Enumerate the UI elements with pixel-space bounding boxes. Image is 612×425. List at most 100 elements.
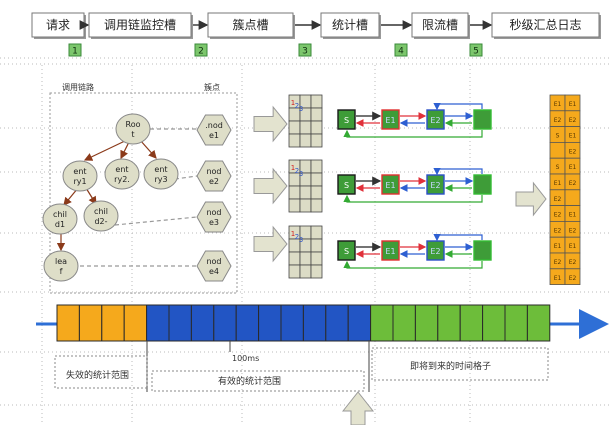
cluster-node-label-1: nod [206,257,221,266]
column-cell-label: E1 [569,243,577,250]
stat-grid-digit: 3 [299,170,303,178]
step-number-badge [298,43,312,57]
step-number: 3 [302,47,308,57]
root-node-label-1: Roo [126,120,141,129]
pipeline-step-label: 统计槽 [332,18,368,32]
stat-grid-cell [310,238,323,253]
timeline-cells [56,304,551,342]
gray-arrow [253,225,288,263]
cluster-node-label-1: nod [206,208,221,217]
future-slots-label: 即将到来的时间格子 [410,360,491,372]
column-cell [564,268,581,285]
slot-box [473,240,492,261]
call-chain-title: 调用链路 [62,82,94,92]
stat-grid-cell [299,185,312,200]
child2-node-label-1: chil [94,207,108,216]
column-cell-label: E2 [554,212,562,219]
valid-slot [168,304,192,342]
entry3-node-label-1: ent [154,165,167,174]
stat-grid-digit: 1 [291,230,295,238]
stat-grid-cell [310,172,323,187]
entry2-node-label-2: ry2. [114,175,130,184]
child1-node-label-2: d1 [55,220,65,229]
valid-slot [190,304,215,342]
stat-grid-cell [310,107,323,122]
gray-arrow [515,181,547,217]
pipeline-step-label: 调用链监控槽 [104,17,176,32]
column-cell-label: E1 [569,133,577,140]
step-number-badge [68,43,82,57]
slot-box [337,109,356,130]
column-cell-label: E1 [554,101,562,108]
valid-slot [213,304,237,342]
slot-box-label: E1 [385,181,395,190]
stat-grid-cell [310,225,323,240]
entry2-node [104,158,140,190]
entry3-node-label-2: ry3 [154,175,167,184]
stat-grid-cell [299,120,312,135]
column-cell-label: E2 [569,275,577,282]
column-cell-label: E1 [554,243,562,250]
tree-nodes: Rootentry1entry2.entry3child1child2-leaf… [42,113,232,282]
leaf-node [43,250,79,282]
stat-grid-digit: 1 [291,99,295,107]
pipeline-step-box [320,12,380,38]
expired-range-label: 失效的统计范围 [66,369,129,381]
stat-grid-cell [299,133,312,148]
slot-box-label: S [344,116,349,125]
child2-node [83,200,119,232]
cluster-node-label-2: e4 [209,267,219,276]
pipeline-step-label: 限流槽 [422,18,458,32]
slot-box [473,174,492,195]
step-number-badge [194,43,208,57]
pipeline-step-box [31,12,85,38]
root-node [115,113,151,145]
valid-slot [235,304,260,342]
stat-grid-cell [288,133,301,148]
future-slot [437,304,461,342]
column-cell-label: E1 [569,164,577,171]
ms-label: 100ms [232,354,259,363]
future-slot [504,304,528,342]
future-slot [370,304,394,342]
slot-box [337,174,356,195]
stat-grid-digit: 3 [299,105,303,113]
future-slot [459,304,484,342]
pipeline-step-box [88,12,192,38]
gray-arrows [253,105,547,263]
pipeline-step-label: 簇点槽 [232,17,268,32]
future-slot [392,304,416,342]
stat-grid-cell [310,185,323,200]
cluster-node [196,114,232,146]
return-loop [343,129,483,138]
column-cell-label: E2 [554,117,562,124]
stat-grid-cell [310,94,323,109]
step-number: 4 [398,47,404,57]
column-cell-label: E2 [569,259,577,266]
stat-grid-digit: 3 [299,236,303,244]
column-cell-label: E2 [569,180,577,187]
gray-arrow [253,167,288,205]
stat-grid-cell [288,185,301,200]
entry3-node [143,158,179,190]
slot-box [337,240,356,261]
valid-slot [325,304,349,342]
pipeline-step-box [207,12,294,38]
expired-slot [56,304,80,342]
stat-grid-cell [310,264,323,279]
column-cell-label: E1 [569,212,577,219]
return-loop [433,234,483,242]
cluster-node [196,250,232,282]
stat-grid-cell [299,264,312,279]
node-links [73,128,198,267]
stat-grid-cell [299,198,312,213]
expired-slot [78,304,103,342]
stat-grid-cell [288,251,301,266]
valid-slot [146,304,170,342]
slot-box [381,240,400,261]
return-loop [343,194,483,203]
root-node-label-2: t [131,130,134,139]
slot-box-label: E2 [430,181,440,190]
